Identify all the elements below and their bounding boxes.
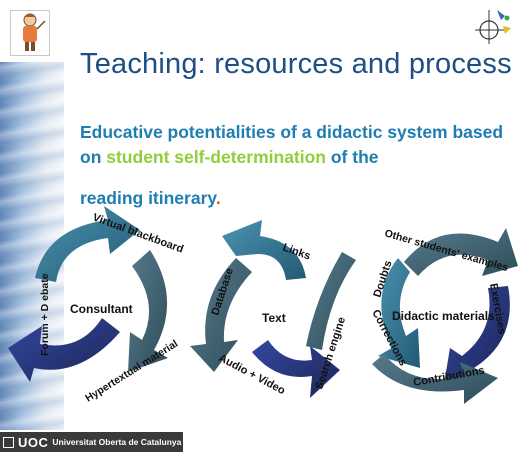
subtitle-text: Educative potentialities of a didactic s… — [80, 122, 504, 167]
label-didactic-materials: Didactic materials — [392, 309, 495, 323]
slide-subtitle: Educative potentialities of a didactic s… — [80, 120, 520, 211]
footer-brand: UOC — [18, 434, 49, 450]
subtitle-line3: reading itinerary — [80, 188, 216, 208]
arrow-bottom-right — [372, 354, 498, 404]
subtitle-highlight: student self-determination — [106, 147, 326, 167]
arrow-bottom-mid — [252, 340, 340, 398]
arrow-top-right — [404, 228, 518, 276]
footer-full-name: Universitat Oberta de Catalunya — [52, 437, 182, 447]
right-cycle — [372, 228, 518, 404]
arrow-right-down — [128, 250, 168, 372]
subtitle-period: . — [215, 188, 221, 208]
arrow-left-up — [190, 258, 252, 372]
arrow-right-up — [306, 252, 356, 350]
label-forum-debate: Forum + D ebate — [39, 273, 51, 356]
slide-title: Teaching: resources and process — [80, 48, 512, 80]
label-consultant: Consultant — [70, 302, 133, 316]
arrow-left-right-cycle — [378, 258, 420, 368]
teacher-figure-icon — [10, 10, 50, 56]
compass-star-icon — [475, 6, 513, 46]
middle-cycle — [190, 220, 356, 398]
process-cycles-diagram: Virtual blackboard Forum + D ebate Consu… — [8, 206, 518, 405]
subtitle-text-end: of the — [326, 147, 379, 167]
label-text: Text — [262, 311, 286, 325]
arrow-bottom-left — [8, 318, 120, 382]
arrow-right-down-cycle — [444, 286, 510, 384]
arrow-top-left — [35, 206, 140, 282]
left-cycle — [8, 206, 168, 382]
arrow-top-mid — [222, 220, 306, 280]
footer-bar: UOC Universitat Oberta de Catalunya — [0, 432, 183, 452]
uoc-logo-icon — [3, 436, 14, 448]
